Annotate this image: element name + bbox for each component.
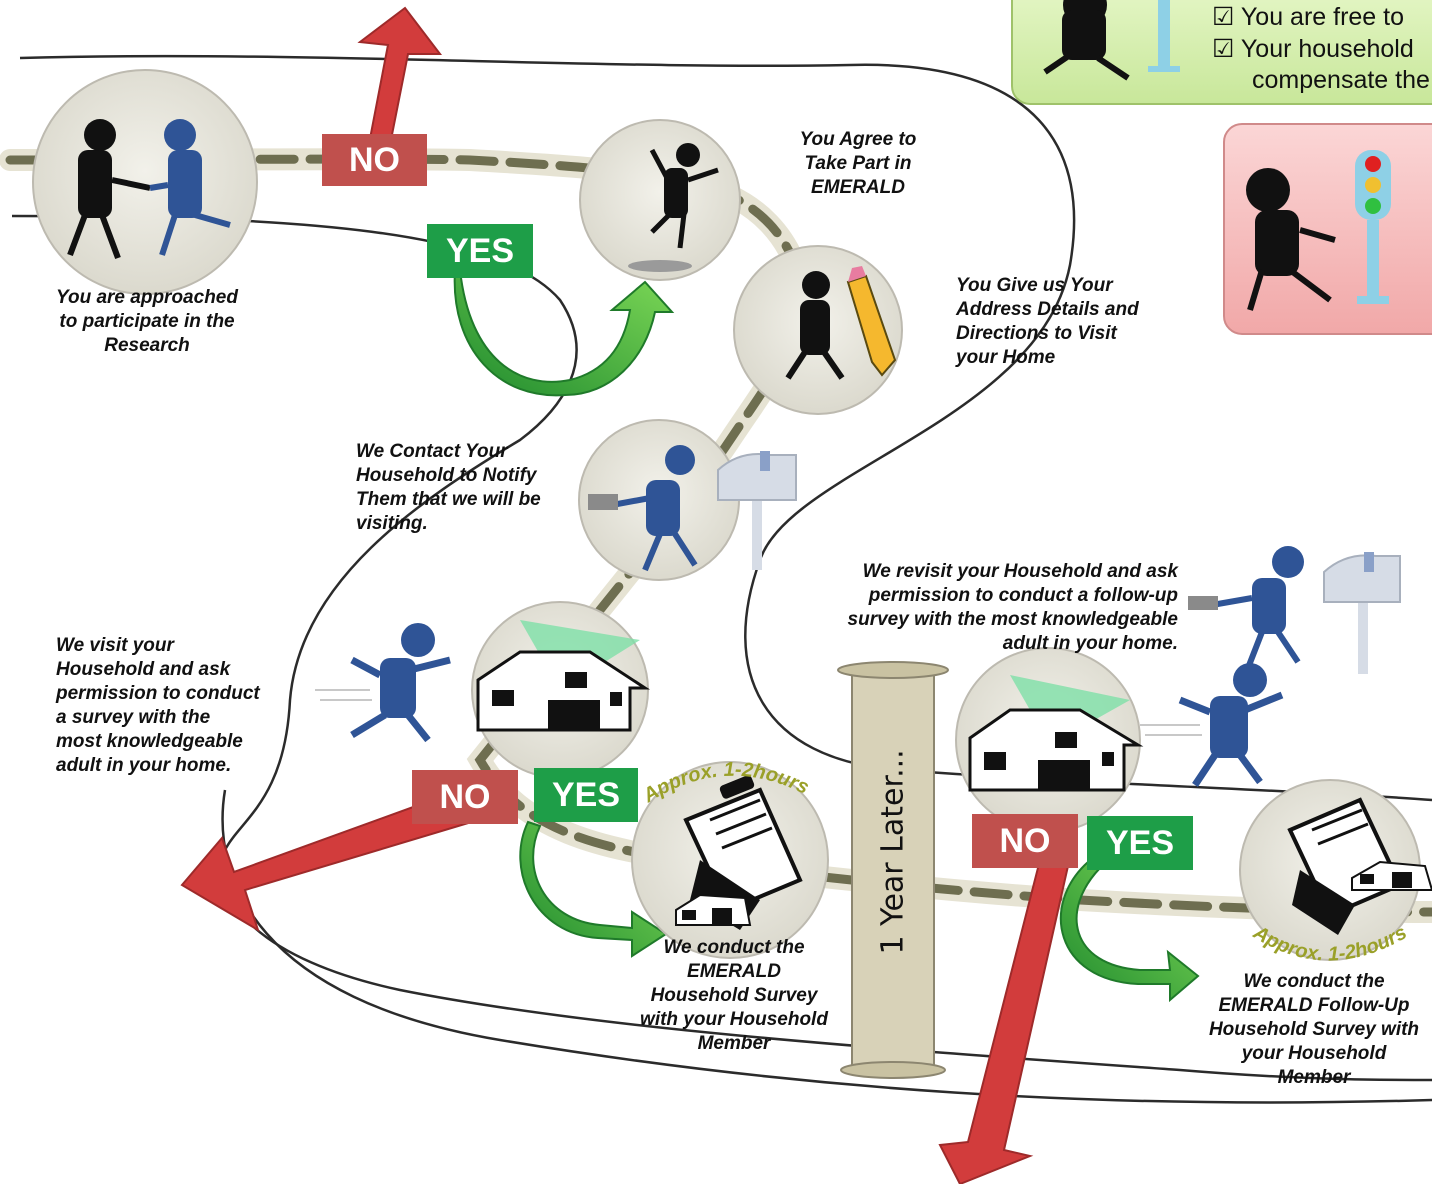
no-arrow-2 xyxy=(180,788,508,933)
year-later-label: 1 Year Later... xyxy=(875,749,911,955)
clipboard-icon xyxy=(631,761,829,959)
info-line-1: ☑ You are free to xyxy=(1212,3,1404,31)
info-line-3: compensate the xyxy=(1252,66,1430,94)
no-arrow-1 xyxy=(340,6,443,171)
mailbox-runner-icon xyxy=(578,419,797,581)
info-box-red xyxy=(1223,123,1432,335)
figure-with-pencil-icon xyxy=(733,245,903,415)
handshake-icon xyxy=(32,69,258,295)
runner-icon-right xyxy=(1140,546,1401,787)
caption-revisit: We revisit your Household and ask permis… xyxy=(847,561,1178,654)
yes-badge-1: YES xyxy=(427,224,533,278)
no-arrow-3 xyxy=(938,858,1070,1184)
yes-arrow-2 xyxy=(519,820,668,958)
traffic-light-icon xyxy=(1355,150,1391,304)
yes-arrow-3 xyxy=(1059,860,1200,1003)
info-line-2: ☑ Your household xyxy=(1212,35,1414,63)
no-badge-3: NO xyxy=(972,814,1078,868)
caption-conduct-1: We conduct the EMERALD Household Survey … xyxy=(640,937,828,1054)
caption-approached: You are approached to participate in the… xyxy=(56,287,238,356)
caption-visit: We visit your Household and ask permissi… xyxy=(56,635,260,776)
house-icon xyxy=(471,601,651,779)
info-box-green xyxy=(1011,0,1432,105)
yes-badge-3: YES xyxy=(1087,816,1193,870)
jumping-figure-icon xyxy=(579,119,741,281)
yes-arrow-1 xyxy=(453,269,675,397)
year-later-scroll xyxy=(837,661,949,1079)
caption-conduct-2: We conduct the EMERALD Follow-Up Househo… xyxy=(1208,971,1420,1088)
caption-address: You Give us Your Address Details and Dir… xyxy=(956,275,1139,368)
runner-icon-left xyxy=(315,623,451,743)
caption-agree: You Agree to Take Part in EMERALD xyxy=(799,129,917,198)
no-badge-2: NO xyxy=(412,770,518,824)
no-badge-1: NO xyxy=(322,134,427,186)
yes-badge-2: YES xyxy=(534,768,638,822)
house-icon-2 xyxy=(955,647,1144,833)
caption-contact: We Contact Your Household to Notify Them… xyxy=(356,441,541,534)
clipboard-icon-2 xyxy=(1239,779,1432,961)
